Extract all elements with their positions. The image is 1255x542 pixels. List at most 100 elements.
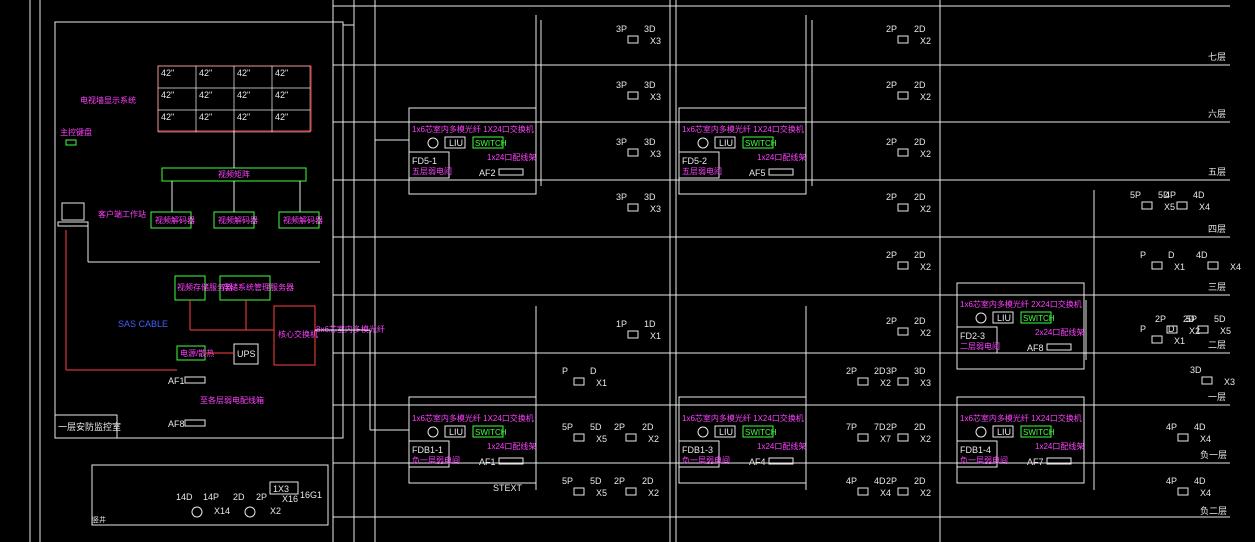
switch-label: SWITCH [475, 139, 507, 148]
liu-label: LIU [719, 138, 733, 148]
camera-icon [191, 506, 203, 518]
camera-icon [1151, 335, 1163, 344]
cabinet-title: FDB1-1 [412, 445, 443, 455]
cabinet-title: FD5-2 [682, 156, 707, 166]
camera-count-label: X1 [1174, 336, 1185, 346]
camera-count-label: X4 [1200, 434, 1211, 444]
cabinet-af: AF7 [1027, 457, 1044, 467]
camera-icon [897, 433, 909, 442]
camera-icon [625, 433, 637, 442]
basement-legend: 竖井 14D 14P X14 2D 2P X2 1X3 X16 16G1 [91, 464, 329, 526]
camera-count-label: X2 [648, 488, 659, 498]
cabinet-tag [408, 151, 450, 179]
camera-icon [857, 433, 869, 442]
cabinet-box [956, 282, 1085, 370]
camera-pair-label: 2P [846, 366, 857, 376]
af-box [498, 457, 524, 465]
trunk-lines [315, 24, 409, 438]
floor-label: 一层 [1208, 392, 1226, 402]
decoder-label: 视频解码器 [218, 215, 258, 225]
camera-pair-label: 2P [886, 192, 897, 202]
camera-pair-label: 1P [616, 319, 627, 329]
switch-box [1020, 311, 1052, 324]
workstation-label: 客户端工作站 [98, 209, 146, 219]
floor-lines [333, 5, 1230, 518]
camera-icon [897, 487, 909, 496]
patch-label: 2x24口配线架 [1035, 327, 1084, 337]
camera-icon [573, 487, 585, 496]
camera-count-label: X1 [1174, 262, 1185, 272]
floor-label: 二层 [1208, 340, 1226, 350]
camera-icon [627, 330, 639, 339]
camera-count-label: X2 [920, 488, 931, 498]
camera-count-label: X2 [920, 328, 931, 338]
cabinet-box [408, 107, 537, 195]
camera-d-label: 4D [1193, 190, 1205, 200]
sas-cable-label: SAS CABLE [118, 319, 168, 329]
floor-label: 四层 [1208, 224, 1226, 234]
camera-pair-label: 4P [1165, 190, 1176, 200]
workstation-icon [61, 202, 85, 221]
cabinet-fiber-label: 1x6芯室内多模光纤 1X24口交换机 [960, 413, 1082, 423]
svg-text:X2: X2 [270, 506, 281, 516]
cabinet-title: FDB1-4 [960, 445, 991, 455]
camera-d-label: 4D [874, 476, 886, 486]
monitor-size: 42" [237, 90, 250, 100]
camera-pair-label: 2P [614, 476, 625, 486]
keyboard-label: 主控键盘 [60, 127, 92, 137]
camera-pair-label: P [1140, 324, 1146, 334]
camera-d-label: 5D [590, 422, 602, 432]
storage-label: 存储系统管理服务器 [222, 282, 294, 292]
svg-text:2D: 2D [233, 492, 245, 502]
camera-count-label: X2 [920, 149, 931, 159]
camera-count-label: X2 [920, 36, 931, 46]
camera-pair-label: 3P [886, 366, 897, 376]
liu-box [444, 136, 466, 149]
camera-count-label: X1 [596, 378, 607, 388]
odf-icon [427, 137, 439, 149]
odf-icon [975, 312, 987, 324]
camera-count-label: X4 [1200, 488, 1211, 498]
patch-label: 1x24口配线架 [1035, 441, 1084, 451]
svg-text:2P: 2P [256, 492, 267, 502]
camera-pair-label: P [1140, 250, 1146, 260]
camera-icon [627, 35, 639, 44]
ups-box [233, 343, 259, 365]
cabinet-tag [678, 440, 720, 468]
cabinet-sub: 五层弱电间 [682, 166, 722, 176]
floor-label: 负二层 [1200, 505, 1227, 516]
cabinet-title: FD5-1 [412, 156, 437, 166]
monitor-size: 42" [199, 112, 212, 122]
cabinet-fiber-label: 1x6芯室内多模光纤 1X24口交换机 [412, 413, 534, 423]
camera-pair-label: 3P [616, 24, 627, 34]
camera-icon [573, 377, 585, 386]
camera-d-label: 3D [644, 192, 656, 202]
camera-count-label: X5 [596, 434, 607, 444]
camera-icon [1177, 433, 1189, 442]
storage-label: 视频存储服务器 [177, 282, 233, 292]
camera-d-label: 2D [914, 250, 926, 260]
camera-icon [857, 487, 869, 496]
camera-count-label: X4 [1230, 262, 1241, 272]
floor-label: 五层 [1208, 167, 1226, 177]
monitor-size: 42" [161, 90, 174, 100]
camera-pair-label: 3P [616, 192, 627, 202]
camera-pair-label: 7P [846, 422, 857, 432]
storage-manager [219, 275, 271, 301]
camera-count-label: X3 [650, 92, 661, 102]
floor-label: 负一层 [1200, 449, 1227, 460]
odf-icon [427, 426, 439, 438]
liu-label: LIU [997, 427, 1011, 437]
switch-box [742, 425, 774, 438]
patch-label: 1x24口配线架 [487, 441, 536, 451]
camera-d-label: 2D [914, 422, 926, 432]
af-box [498, 168, 524, 176]
camera-count-label: X7 [880, 434, 891, 444]
svg-text:14P: 14P [203, 492, 219, 502]
monitor-size: 42" [275, 112, 288, 122]
matrix-label: 视频矩阵 [218, 169, 250, 179]
svg-text:16G1: 16G1 [300, 490, 322, 500]
corner-label: 竖井 [92, 515, 106, 524]
camera-count-label: X2 [880, 378, 891, 388]
camera-count-label: X2 [920, 262, 931, 272]
